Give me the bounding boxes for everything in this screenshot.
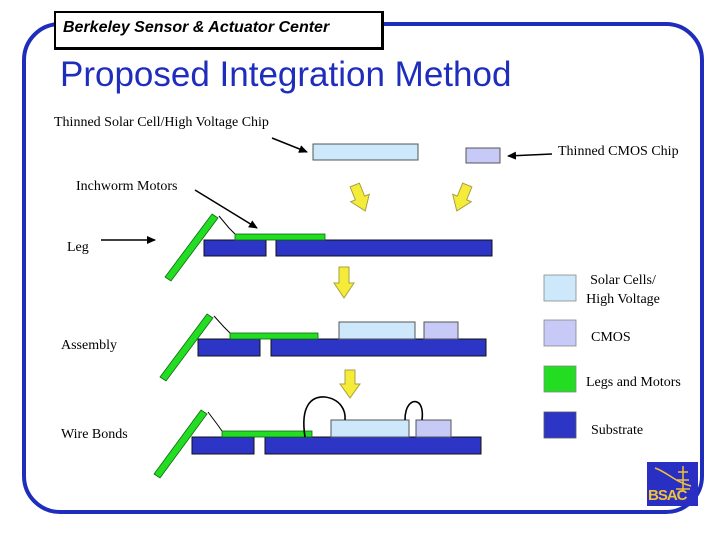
legend-label-cmos: CMOS bbox=[591, 330, 631, 345]
thinned-solar-chip bbox=[312, 143, 419, 161]
label-thinned-solar: Thinned Solar Cell/High Voltage Chip bbox=[54, 115, 269, 130]
motor-row1 bbox=[234, 233, 326, 241]
solar-chip-row2 bbox=[338, 321, 416, 340]
legend-label-legs: Legs and Motors bbox=[586, 375, 681, 390]
substrate-row3-small bbox=[191, 436, 255, 455]
wire-bond-right bbox=[404, 400, 424, 421]
yellow-down-arrow-cmos bbox=[452, 182, 473, 212]
legend-swatch-solar bbox=[543, 274, 577, 302]
substrate-row2-small bbox=[197, 338, 261, 357]
label-thinned-cmos: Thinned CMOS Chip bbox=[558, 144, 679, 159]
logo-text: BSAC bbox=[648, 487, 688, 504]
substrate-row1-large bbox=[275, 239, 493, 257]
pointer-arrow-inchworm bbox=[194, 189, 258, 229]
substrate-row2-large bbox=[270, 338, 487, 357]
motor-link-row1 bbox=[218, 215, 236, 235]
header-org: Berkeley Sensor & Actuator Center bbox=[54, 11, 384, 50]
label-inchworm: Inchworm Motors bbox=[76, 179, 178, 194]
motor-row2 bbox=[229, 332, 319, 340]
yellow-down-arrow-step1 bbox=[333, 266, 355, 299]
legend-swatch-substrate bbox=[543, 411, 577, 439]
substrate-row3-large bbox=[264, 436, 482, 455]
page-title: Proposed Integration Method bbox=[60, 55, 512, 94]
legend-swatch-legs bbox=[543, 365, 577, 393]
motor-row3 bbox=[221, 430, 313, 438]
tower-icon bbox=[654, 466, 692, 490]
label-assembly: Assembly bbox=[61, 338, 117, 353]
yellow-down-arrow-solar bbox=[349, 182, 370, 212]
cmos-chip-row3 bbox=[415, 419, 452, 438]
label-wire-bonds: Wire Bonds bbox=[61, 427, 128, 442]
thinned-cmos-chip bbox=[465, 147, 501, 164]
bsac-logo: BSAC bbox=[647, 462, 698, 506]
solar-chip-row3 bbox=[330, 419, 410, 438]
leg-row1 bbox=[164, 213, 219, 282]
label-leg: Leg bbox=[67, 240, 89, 255]
pointer-arrow-solar bbox=[271, 137, 308, 153]
leg-row3 bbox=[153, 409, 208, 479]
cmos-chip-row2 bbox=[423, 321, 459, 340]
yellow-down-arrow-step2 bbox=[339, 369, 361, 399]
leg-row2 bbox=[159, 313, 214, 382]
pointer-arrow-cmos bbox=[507, 151, 553, 160]
motor-link-row2 bbox=[213, 315, 231, 334]
legend-label-substrate: Substrate bbox=[591, 423, 644, 438]
wire-bond-left bbox=[303, 396, 346, 438]
legend-label-solar: Solar Cells/ High Voltage bbox=[586, 273, 660, 307]
motor-link-row3 bbox=[207, 411, 223, 432]
substrate-row1-small bbox=[203, 239, 267, 257]
legend-swatch-cmos bbox=[543, 319, 577, 347]
